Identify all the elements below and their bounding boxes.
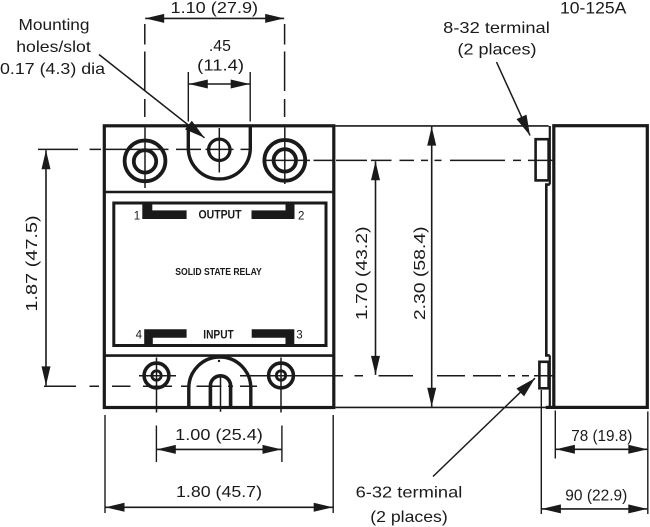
dim-text-overall-width: 1.80 (45.7)	[176, 484, 262, 501]
dim-text-overall-depth: 90 (22.9)	[565, 487, 627, 504]
dim-terminal-spacing-x: 1.00 (25.4)	[155, 425, 283, 462]
dim-text-terminal-spacing-x: 1.00 (25.4)	[175, 427, 263, 444]
dimensions: 1.10 (27.9) .45 (11.4) 1.87 (47.5) 1.70 …	[24, 0, 649, 514]
pin-3-label: 3	[296, 330, 302, 342]
output-label: OUTPUT	[199, 208, 242, 222]
input-terminal-screw-left	[142, 357, 171, 413]
part-number: 10-125A	[560, 0, 627, 18]
terminal-top-note-line1: 8-32 terminal	[443, 20, 550, 37]
dim-mount-hole-spacing-x: 1.10 (27.9)	[145, 0, 285, 23]
annotations: 10-125A Mounting holes/slot 0.17 (4.3) d…	[0, 0, 627, 526]
output-terminal-screw-right	[262, 127, 308, 184]
terminal-bottom-note-line1: 6-32 terminal	[356, 485, 463, 502]
pin-4-label: 4	[136, 330, 143, 342]
terminal-bottom-note: 6-32 terminal (2 places)	[356, 377, 536, 526]
dim-text-overall-height: 2.30 (58.4)	[412, 226, 429, 320]
mounting-note-line1: Mounting	[19, 17, 90, 34]
dim-overall-width: 1.80 (45.7)	[104, 415, 334, 513]
dim-terminal-spacing-y: 1.70 (43.2)	[354, 161, 380, 375]
dim-text-body-depth: 78 (19.8)	[571, 428, 632, 445]
output-terminal-screw-left	[122, 127, 168, 188]
dim-mount-spacing-y: 1.87 (47.5)	[24, 150, 51, 386]
terminal-top-leader	[495, 61, 531, 136]
terminal-top-note-line2: (2 places)	[458, 42, 537, 59]
mounting-note-line2: holes/slot	[16, 39, 91, 56]
scan-speck	[217, 359, 221, 363]
side-view	[534, 124, 649, 410]
front-body-outline	[102, 124, 336, 410]
mounting-note-line3: 0.17 (4.3) dia	[0, 61, 105, 78]
terminal-bottom-note-line2: (2 places)	[370, 509, 448, 526]
terminal-lug-2	[251, 202, 295, 219]
dim-text-slot-width-metric: (11.4)	[197, 58, 244, 75]
pin-1-label: 1	[134, 210, 140, 222]
dim-slot-width: .45 (11.4)	[187, 38, 251, 122]
dim-text-slot-width: .45	[209, 38, 231, 55]
input-label: INPUT	[203, 327, 234, 341]
bottom-mounting-slot	[208, 374, 233, 408]
front-label-plate	[112, 201, 328, 347]
dim-overall-height: 2.30 (58.4)	[412, 126, 437, 407]
centerlines	[38, 24, 553, 388]
side-body-outline	[552, 124, 649, 410]
device-label: SOLID STATE RELAY	[175, 267, 262, 278]
terminal-lug-3	[251, 329, 295, 346]
bottom-arch	[187, 355, 253, 408]
pin-2-label: 2	[298, 210, 304, 222]
input-terminal-screw-right	[266, 357, 296, 413]
dim-text-terminal-spacing-y: 1.70 (43.2)	[354, 226, 371, 320]
mounting-note: Mounting holes/slot 0.17 (4.3) dia	[0, 17, 205, 139]
dim-overall-depth: 90 (22.9)	[540, 390, 648, 514]
dim-text-mount-hole-spacing-x: 1.10 (27.9)	[171, 0, 259, 17]
terminal-top-note: 8-32 terminal (2 places)	[443, 20, 550, 136]
dim-text-mount-spacing-y: 1.87 (47.5)	[24, 215, 41, 311]
top-mounting-slot	[186, 127, 252, 181]
terminal-lug-4	[144, 329, 187, 346]
terminal-lug-1	[142, 202, 187, 219]
dim-body-depth: 78 (19.8)	[554, 410, 649, 514]
mounting-note-leader	[98, 53, 205, 139]
base-plate-front-edge	[545, 183, 550, 357]
front-view: OUTPUT INPUT SOLID STATE RELAY 1 2 4 3	[102, 124, 336, 413]
terminal-bottom-leader	[432, 377, 536, 478]
projection-lines	[335, 125, 549, 409]
